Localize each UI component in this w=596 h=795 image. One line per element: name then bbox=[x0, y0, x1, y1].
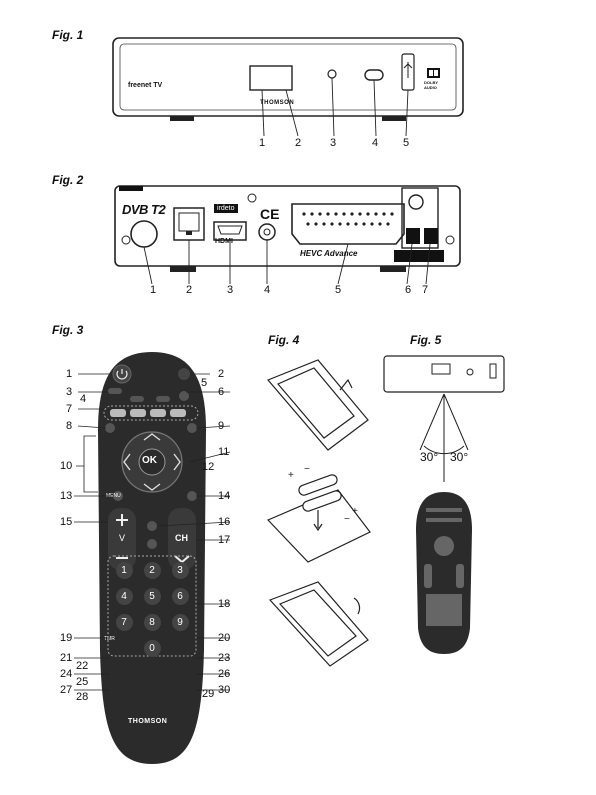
fig2-hdmi-text: HDMI bbox=[215, 238, 233, 245]
volume-label: V bbox=[119, 533, 125, 543]
fig3-callout-3: 3 bbox=[66, 386, 72, 398]
fig5-angle-left: 30° bbox=[420, 450, 438, 464]
fig3-callout-24: 24 bbox=[60, 668, 72, 680]
fig5-label: Fig. 5 bbox=[410, 333, 441, 347]
fig2-callout-6: 6 bbox=[405, 284, 411, 296]
key-9-label: 9 bbox=[172, 614, 189, 631]
fig1-label: Fig. 1 bbox=[52, 28, 83, 42]
fig4-battery-steps: + − + − bbox=[258, 350, 378, 670]
fig1-brand-text: freenet TV bbox=[128, 82, 162, 89]
key-1-label: 1 bbox=[116, 562, 133, 579]
channel-label: CH bbox=[175, 533, 188, 543]
fig3-callout-26: 26 bbox=[218, 668, 230, 680]
fig1-callout-3: 3 bbox=[330, 137, 336, 149]
fig3-callout-2: 2 bbox=[218, 368, 224, 380]
fig3-callout-22: 22 bbox=[76, 660, 88, 672]
ok-button[interactable]: OK bbox=[142, 455, 157, 466]
key-4-label: 4 bbox=[116, 588, 133, 605]
fig2-callout-3: 3 bbox=[227, 284, 233, 296]
menu-label: MENU bbox=[106, 493, 121, 499]
fig2-dvb-logo: DVB T2 bbox=[122, 202, 165, 217]
fig1-callout-5: 5 bbox=[403, 137, 409, 149]
key-3[interactable]: 3 bbox=[166, 560, 194, 579]
fig3-callout-13: 13 bbox=[60, 490, 72, 502]
tmr-label: TMR bbox=[104, 636, 115, 642]
key-0[interactable]: 0 bbox=[138, 638, 166, 657]
key-6-label: 6 bbox=[172, 588, 189, 605]
fig3-callout-8: 8 bbox=[66, 420, 72, 432]
fig3-callout-19: 19 bbox=[60, 632, 72, 644]
fig1-dolby-text: DOLBY AUDIO bbox=[424, 80, 438, 90]
svg-text:+: + bbox=[288, 470, 294, 481]
dolby-line2: AUDIO bbox=[424, 85, 438, 90]
svg-text:−: − bbox=[344, 514, 350, 525]
fig2-label: Fig. 2 bbox=[52, 173, 83, 187]
fig2-receiver-rear: DVB T2 irdeto CE HDMI HEVC Advance bbox=[112, 182, 462, 292]
fig1-callout-4: 4 bbox=[372, 137, 378, 149]
key-5-label: 5 bbox=[144, 588, 161, 605]
svg-text:+: + bbox=[352, 506, 358, 517]
key-8[interactable]: 8 bbox=[138, 612, 166, 631]
fig3-callout-30: 30 bbox=[218, 684, 230, 696]
fig3-callout-21: 21 bbox=[60, 652, 72, 664]
fig3-callout-23: 23 bbox=[218, 652, 230, 664]
fig3-label: Fig. 3 bbox=[52, 323, 83, 337]
key-2[interactable]: 2 bbox=[138, 560, 166, 579]
key-8-label: 8 bbox=[144, 614, 161, 631]
fig2-irdeto-logo: irdeto bbox=[214, 204, 238, 213]
fig3-callout-28: 28 bbox=[76, 691, 88, 703]
keypad-grid: 1 2 3 4 5 6 7 8 9 0 bbox=[110, 560, 194, 657]
fig3-callout-11: 11 bbox=[218, 446, 229, 458]
fig2-callout-2: 2 bbox=[186, 284, 192, 296]
fig2-callout-4: 4 bbox=[264, 284, 270, 296]
fig3-callout-1: 1 bbox=[66, 368, 72, 380]
fig3-callout-7: 7 bbox=[66, 403, 72, 415]
fig3-callout-16: 16 bbox=[218, 516, 230, 528]
fig3-callout-6: 6 bbox=[218, 386, 224, 398]
key-2-label: 2 bbox=[144, 562, 161, 579]
key-4[interactable]: 4 bbox=[110, 586, 138, 605]
key-7-label: 7 bbox=[116, 614, 133, 631]
svg-text:−: − bbox=[304, 464, 310, 475]
fig3-callout-25: 25 bbox=[76, 676, 88, 688]
fig3-callout-15: 15 bbox=[60, 516, 72, 528]
fig1-receiver-front: freenet TV THOMSON DOLBY AUDIO bbox=[110, 36, 465, 146]
fig1-callout-2: 2 bbox=[295, 137, 301, 149]
fig3-callout-9: 9 bbox=[218, 420, 224, 432]
fig3-callout-17: 17 bbox=[218, 534, 230, 546]
fig3-callout-5: 5 bbox=[201, 377, 207, 389]
fig3-callout-20: 20 bbox=[218, 632, 230, 644]
fig5-angle-right: 30° bbox=[450, 450, 468, 464]
fig3-callout-12: 12 bbox=[202, 461, 214, 473]
remote-logo: THOMSON bbox=[128, 718, 167, 725]
key-1[interactable]: 1 bbox=[110, 560, 138, 579]
key-0-label: 0 bbox=[144, 640, 161, 657]
fig3-callout-4: 4 bbox=[80, 393, 86, 405]
keypad: 1 2 3 4 5 6 7 8 9 0 bbox=[110, 560, 194, 670]
fig2-hevc-logo: HEVC Advance bbox=[300, 249, 358, 258]
fig4-label: Fig. 4 bbox=[268, 333, 299, 347]
fig2-ce-mark: CE bbox=[260, 206, 279, 222]
key-6[interactable]: 6 bbox=[166, 586, 194, 605]
fig3-remote: 1 2 3 4 5 6 7 8 9 0 OK V CH MENU TMR THO… bbox=[92, 350, 212, 770]
fig5-range-diagram: 30° 30° bbox=[380, 350, 520, 660]
fig3-callout-27: 27 bbox=[60, 684, 72, 696]
fig3-callout-14: 14 bbox=[218, 490, 230, 502]
key-3-label: 3 bbox=[172, 562, 189, 579]
key-7[interactable]: 7 bbox=[110, 612, 138, 631]
fig3-callout-18: 18 bbox=[218, 598, 230, 610]
fig3-callout-29: 29 bbox=[202, 688, 214, 700]
fig3-callout-10: 10 bbox=[60, 460, 72, 472]
key-5[interactable]: 5 bbox=[138, 586, 166, 605]
fig1-callout-1: 1 bbox=[259, 137, 265, 149]
key-9[interactable]: 9 bbox=[166, 612, 194, 631]
fig1-logo-text: THOMSON bbox=[260, 100, 294, 106]
fig2-callout-7: 7 bbox=[422, 284, 428, 296]
fig2-callout-5: 5 bbox=[335, 284, 341, 296]
fig2-callout-1: 1 bbox=[150, 284, 156, 296]
